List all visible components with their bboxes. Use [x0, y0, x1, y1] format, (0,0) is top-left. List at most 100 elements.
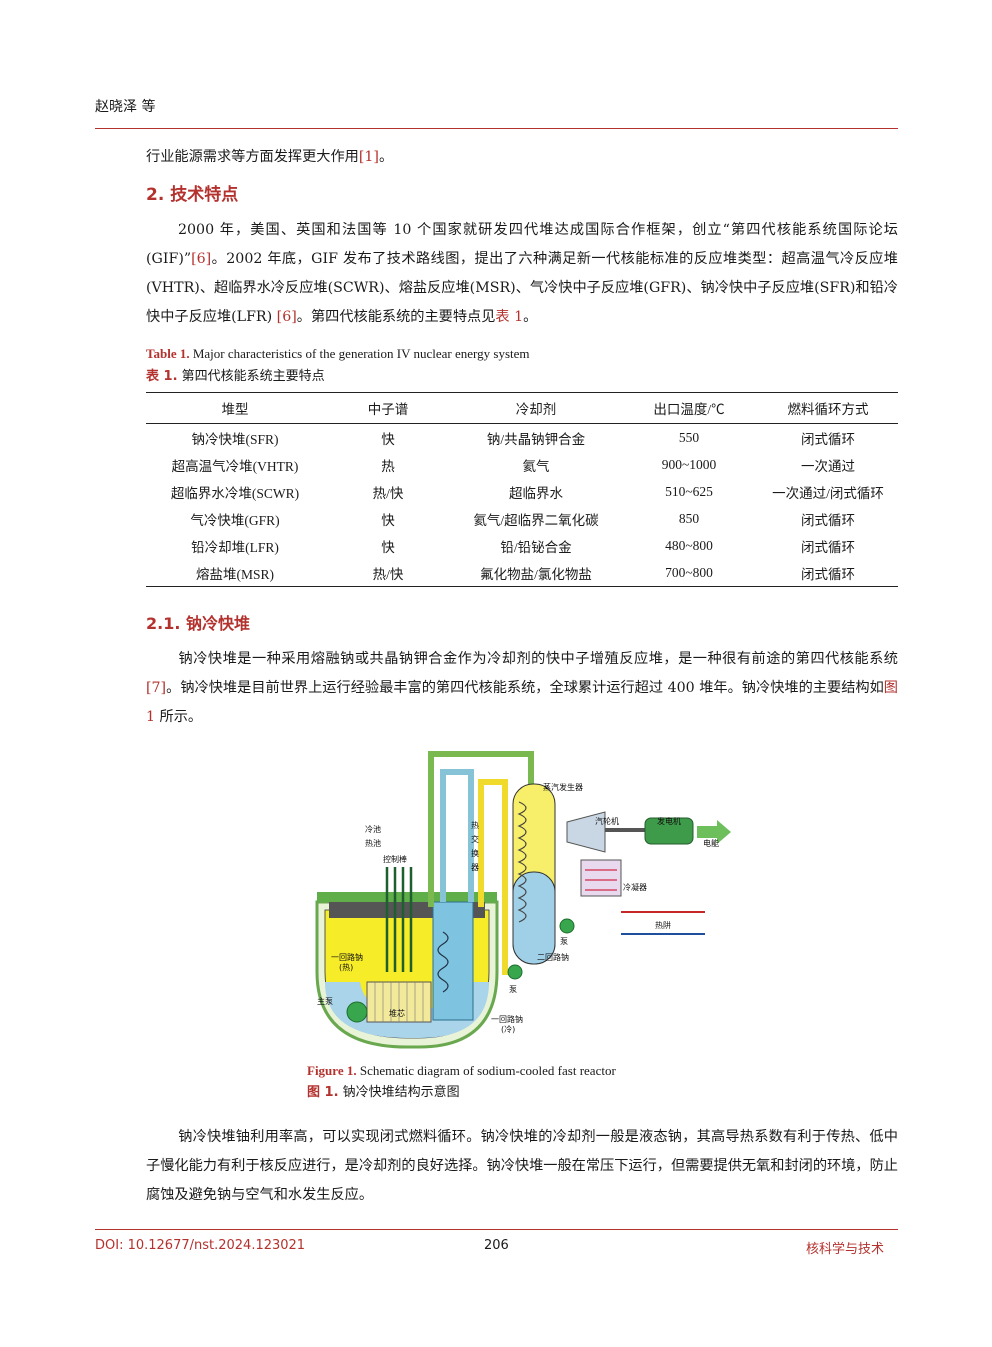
table-caption-zh: 表 1. 第四代核能系统主要特点: [146, 369, 325, 384]
label-condenser: 冷凝器: [623, 882, 647, 892]
label-cold-tag: (冷): [501, 1024, 515, 1034]
label-generator: 发电机: [657, 816, 681, 826]
table-cell: 氦气/超临界二氧化碳: [473, 512, 599, 528]
table-cell: 钠/共晶钠钾合金: [486, 431, 586, 447]
table-row: 钠冷快堆(SFR) 快 钠/共晶钠钾合金 550 闭式循环: [146, 424, 898, 452]
shaft: [605, 828, 645, 832]
citation-link[interactable]: [6]: [191, 251, 212, 267]
table-row: 铅冷却堆(LFR) 快 铅/铅铋合金 480~800 闭式循环: [146, 532, 898, 559]
label-hx-3: 换: [471, 848, 479, 858]
label-hx-4: 器: [471, 863, 479, 872]
figure-caption-zh: 图 1. 钠冷快堆结构示意图: [307, 1085, 460, 1100]
paragraph-sfr: 钠冷快堆是一种采用熔融钠或共晶钠钾合金作为冷却剂的快中子增殖反应堆，是一种很有前…: [146, 651, 898, 725]
table-cell: 闭式循环: [801, 431, 855, 447]
characteristics-table: 堆型 中子谱 冷却剂 出口温度/℃ 燃料循环方式 钠冷快堆(SFR) 快 钠/共晶钠…: [146, 392, 898, 587]
table-cell: 510~625: [665, 483, 713, 499]
citation-link[interactable]: [6]: [276, 309, 297, 325]
section-heading: 2. 技术特点: [146, 185, 239, 205]
figure-reference-link[interactable]: 图 1: [146, 680, 898, 725]
table-cell: 一次通过/闭式循环: [772, 485, 884, 501]
paragraph-continued: 行业能源需求等方面发挥更大作用[1]。: [146, 149, 394, 165]
table-cell: 氟化物盐/氯化物盐: [452, 559, 620, 587]
table-cell: 热: [381, 458, 395, 474]
table-cell: 快: [381, 512, 395, 528]
condenser-icon: [580, 859, 622, 897]
turbine-icon: [566, 811, 606, 853]
table-cell: 气冷快堆(GFR): [190, 512, 280, 528]
label-hx-1: 热: [471, 820, 479, 830]
label-pump-2: 泵: [509, 985, 517, 994]
table-cell: 热/快: [324, 559, 452, 587]
table-row: 超高温气冷堆(VHTR) 热 氦气 900~1000 一次通过: [146, 451, 898, 478]
table-cell: 超临界水: [509, 485, 563, 501]
table-cell: 850: [678, 510, 700, 526]
table-caption-en: Table 1. Major characteristics of the ge…: [146, 346, 530, 361]
secondary-hot-pipe: [428, 751, 534, 907]
paragraph-gif: 2000 年，美国、英国和法国等 10 个国家就研发四代堆达成国际合作框架，创立…: [146, 222, 898, 325]
generator-icon: [644, 817, 694, 845]
table-cell: 闭式循环: [801, 539, 855, 555]
label-main-pump: 主泵: [317, 996, 333, 1006]
label-primary-cold: 一回路钠: [491, 1014, 523, 1024]
label-hot-pool: 热池: [365, 838, 381, 848]
citation-link[interactable]: [1]: [358, 149, 379, 165]
table-header-cell: 中子谱: [324, 392, 452, 424]
table-header-cell: 堆型: [146, 392, 324, 424]
table-header-cell: 冷却剂: [452, 392, 620, 424]
header-rule: [95, 128, 898, 129]
table-cell: 480~800: [665, 537, 713, 553]
table-cell: 快: [381, 539, 395, 555]
figure-caption-en: Figure 1. Schematic diagram of sodium-co…: [307, 1063, 616, 1078]
hx-riser-pipe: [440, 769, 474, 902]
footer-page-number: 206: [484, 1238, 509, 1253]
footer-rule: [95, 1229, 898, 1230]
sodium-fast-reactor-diagram: 蒸汽发生器 汽轮机 发电机 电能 冷凝器 热阱 泵 二回路钠 泵 冷池 热池 控…: [315, 751, 731, 1049]
sg-pump-icon: [507, 964, 523, 980]
table-cell: 闭式循环: [758, 559, 898, 587]
table-cell: 550: [678, 429, 700, 445]
table-cell: 700~800: [620, 559, 758, 587]
table-cell: 热/快: [372, 485, 404, 501]
label-turbine: 汽轮机: [595, 816, 619, 826]
label-hx-2: 交: [471, 834, 479, 844]
table-header-row: 堆型 中子谱 冷却剂 出口温度/℃ 燃料循环方式: [146, 392, 898, 424]
paragraph-sfr-advantages: 钠冷快堆铀利用率高，可以实现闭式燃料循环。钠冷快堆的冷却剂一般是液态钠，其高导热…: [146, 1129, 898, 1203]
label-heat-sink: 热阱: [655, 920, 671, 930]
vessel-top-flange: [317, 892, 497, 902]
label-secondary-sodium: 二回路钠: [537, 952, 569, 962]
label-power: 电能: [703, 838, 719, 848]
label-pump: 泵: [560, 937, 568, 946]
citation-link[interactable]: [7]: [146, 680, 167, 696]
label-cold-pool: 冷池: [365, 824, 381, 834]
table-cell: 铅/铅铋合金: [500, 539, 572, 555]
power-output-arrow-icon: [697, 820, 731, 844]
table-cell: 超高温气冷堆(VHTR): [171, 458, 299, 474]
footer-journal: 核科学与技术: [806, 1242, 885, 1257]
table-reference-link[interactable]: 表 1: [495, 309, 524, 325]
table-cell: 快: [381, 431, 395, 447]
table-row: 超临界水冷堆(SCWR) 热/快 超临界水 510~625 一次通过/闭式循环: [146, 478, 898, 505]
label-hot-tag: (热): [339, 962, 353, 972]
table-row: 气冷快堆(GFR) 快 氦气/超临界二氧化碳 850 闭式循环: [146, 505, 898, 532]
running-header-author: 赵晓泽 等: [95, 99, 156, 115]
hx-coil: [437, 931, 449, 993]
table-header-cell: 出口温度/℃: [620, 392, 758, 424]
table-cell: 闭式循环: [801, 512, 855, 528]
label-core: 堆芯: [389, 1008, 405, 1018]
subsection-heading: 2.1. 钠冷快堆: [146, 614, 250, 633]
table-cell: 铅冷却堆(LFR): [191, 539, 279, 555]
table-cell: 钠冷快堆(SFR): [191, 431, 279, 447]
core-assemblies: [374, 982, 424, 1022]
intermediate-heat-exchanger: [432, 901, 474, 1021]
table-cell: 一次通过: [801, 458, 855, 474]
footer-doi[interactable]: DOI: 10.12677/nst.2024.123021: [95, 1238, 306, 1253]
secondary-pump-icon: [559, 918, 575, 934]
table-header-cell: 燃料循环方式: [758, 392, 898, 424]
table-cell: 氦气: [522, 458, 550, 474]
label-control-rod: 控制棒: [383, 854, 407, 864]
steam-generator-coil: [517, 801, 527, 923]
table-cell: 900~1000: [661, 456, 717, 472]
table-cell: 超临界水冷堆(SCWR): [170, 485, 300, 501]
label-steam-generator: 蒸汽发生器: [543, 782, 583, 792]
